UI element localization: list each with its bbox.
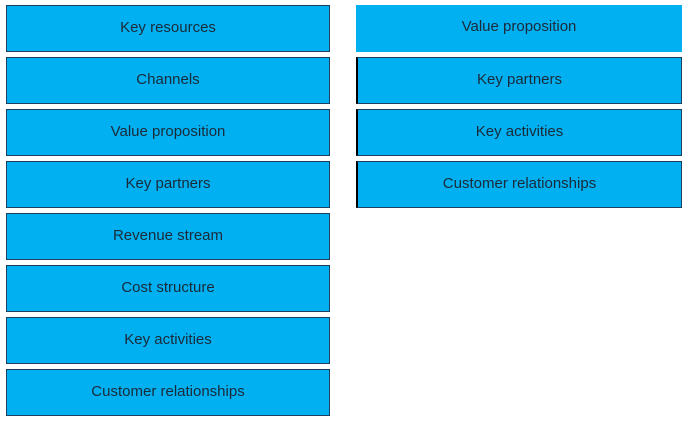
choice-key-activities[interactable]: Key activities xyxy=(6,317,330,364)
choice-key-resources[interactable]: Key resources xyxy=(6,5,330,52)
choice-revenue-stream[interactable]: Revenue stream xyxy=(6,213,330,260)
answer-slot-4[interactable]: Customer relationships xyxy=(356,161,682,208)
choice-customer-relationships[interactable]: Customer relationships xyxy=(6,369,330,416)
answer-area-list: Value proposition Key partners Key activ… xyxy=(356,5,682,213)
answer-slot-1[interactable]: Value proposition xyxy=(356,5,682,52)
answer-slot-3[interactable]: Key activities xyxy=(356,109,682,156)
choice-cost-structure[interactable]: Cost structure xyxy=(6,265,330,312)
answer-choices-list: Key resources Channels Value proposition… xyxy=(6,5,330,421)
choice-key-partners[interactable]: Key partners xyxy=(6,161,330,208)
answer-slot-2[interactable]: Key partners xyxy=(356,57,682,104)
choice-channels[interactable]: Channels xyxy=(6,57,330,104)
choice-value-proposition[interactable]: Value proposition xyxy=(6,109,330,156)
